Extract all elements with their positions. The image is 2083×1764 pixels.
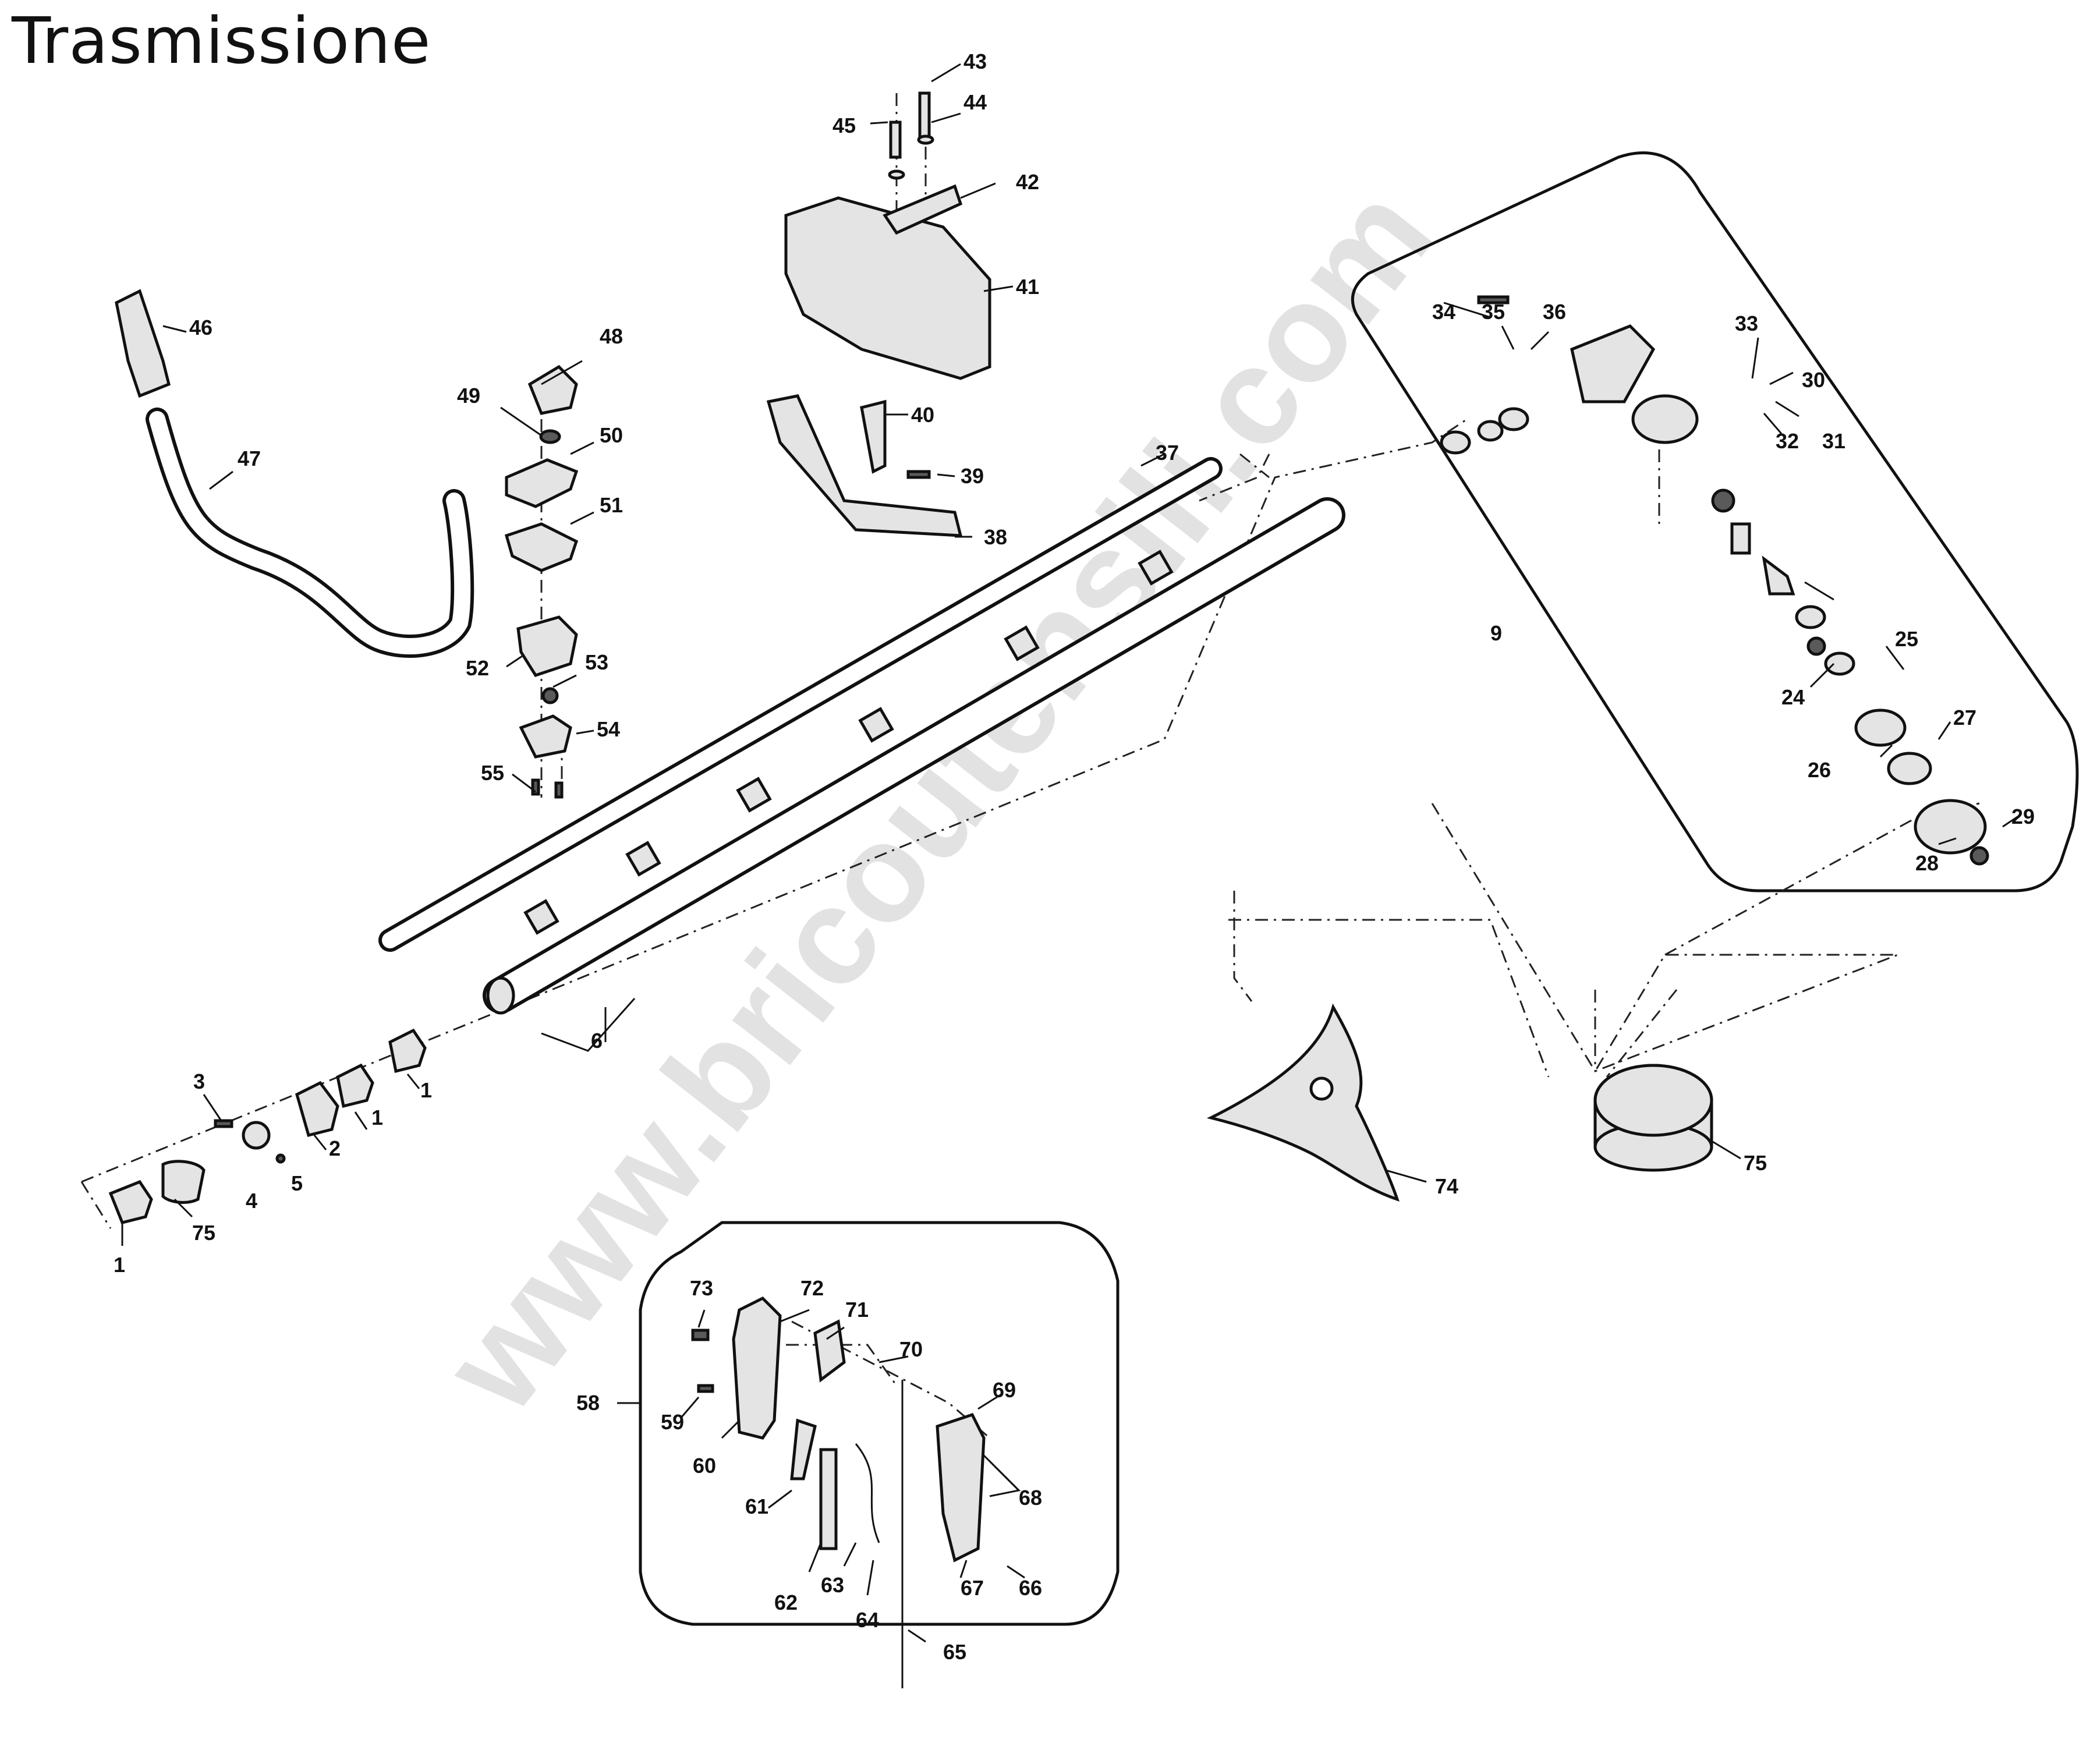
callout-65: 65 (943, 1640, 966, 1664)
callout-40: 40 (911, 403, 934, 427)
callout-26: 26 (1808, 758, 1831, 782)
callout-34: 34 (1432, 300, 1455, 324)
callout-30: 30 (1802, 368, 1825, 392)
page-title: Trasmissione (12, 3, 431, 78)
callout-64: 64 (856, 1608, 879, 1632)
trimmer-head-75 (1593, 1064, 1713, 1172)
callout-73: 73 (690, 1276, 713, 1300)
handle-group-frame (639, 1221, 1120, 1626)
callout-27: 27 (1953, 706, 1976, 729)
callout-labels: 43 44 45 42 41 40 39 38 37 48 49 50 51 5… (114, 49, 2035, 1664)
callout-62: 62 (774, 1591, 798, 1614)
callout-69: 69 (993, 1378, 1016, 1402)
callout-29: 29 (2011, 805, 2035, 828)
callout-58: 58 (576, 1391, 600, 1415)
callout-45: 45 (833, 114, 856, 137)
callout-44: 44 (963, 90, 987, 114)
callout-60: 60 (693, 1454, 716, 1478)
callout-37: 37 (1156, 441, 1179, 465)
callout-66: 66 (1019, 1576, 1042, 1600)
callout-75-right: 75 (1744, 1151, 1767, 1175)
callout-1-left: 1 (114, 1253, 125, 1277)
callout-36: 36 (1543, 300, 1566, 324)
callout-39: 39 (961, 464, 984, 488)
callout-50: 50 (600, 423, 623, 447)
callout-75-left: 75 (192, 1221, 215, 1245)
leader-lines (121, 63, 2021, 1643)
shaft-bushings (523, 550, 1174, 935)
callout-38: 38 (984, 525, 1007, 549)
callout-41: 41 (1016, 275, 1039, 299)
callout-28: 28 (1915, 851, 1939, 875)
gear-head-parts (1440, 295, 1989, 866)
callout-51: 51 (600, 493, 623, 517)
callout-59: 59 (661, 1410, 684, 1434)
callout-6: 6 (591, 1029, 603, 1053)
handle-group-parts (691, 1296, 986, 1688)
callout-33: 33 (1735, 311, 1758, 335)
callout-55: 55 (481, 761, 504, 785)
grip-46 (115, 289, 171, 398)
shaft-end-parts (108, 1028, 427, 1224)
callout-63: 63 (821, 1573, 844, 1597)
callout-67: 67 (961, 1576, 984, 1600)
blade-74 (1206, 1003, 1400, 1202)
callout-68: 68 (1019, 1486, 1042, 1510)
callout-70: 70 (899, 1337, 923, 1361)
callout-1-right: 1 (420, 1078, 432, 1102)
callout-72: 72 (800, 1276, 824, 1300)
callout-3: 3 (193, 1069, 205, 1093)
blade-40 (860, 399, 931, 479)
callout-71: 71 (845, 1298, 869, 1322)
screws-43-45 (888, 91, 934, 180)
deflector-38 (766, 394, 963, 537)
callout-54: 54 (597, 717, 620, 741)
callout-43: 43 (963, 49, 987, 73)
callout-53: 53 (585, 650, 608, 674)
gearhead-group-frame (1351, 151, 2079, 892)
callout-35: 35 (1482, 300, 1505, 324)
callout-25: 25 (1895, 627, 1918, 651)
callout-49: 49 (457, 384, 480, 408)
callout-61: 61 (745, 1494, 768, 1518)
handlebar-47 (146, 408, 474, 658)
callout-24: 24 (1781, 685, 1805, 709)
callout-4: 4 (246, 1189, 257, 1213)
callout-52: 52 (466, 656, 489, 680)
callout-74: 74 (1435, 1174, 1458, 1198)
clamp-assembly (504, 364, 579, 799)
tube-6 (483, 497, 1345, 1015)
callout-42: 42 (1016, 170, 1039, 194)
callout-5: 5 (291, 1171, 303, 1195)
callout-2: 2 (329, 1136, 341, 1160)
drive-shaft-37 (378, 457, 1223, 952)
callout-1-mid: 1 (371, 1106, 383, 1129)
callout-31: 31 (1822, 429, 1845, 453)
callout-48: 48 (600, 324, 623, 348)
callout-46: 46 (189, 316, 212, 339)
bracket-42 (883, 184, 963, 235)
callout-47: 47 (238, 447, 261, 470)
callout-9: 9 (1490, 621, 1502, 645)
guard-41 (784, 196, 991, 380)
callout-32: 32 (1776, 429, 1799, 453)
